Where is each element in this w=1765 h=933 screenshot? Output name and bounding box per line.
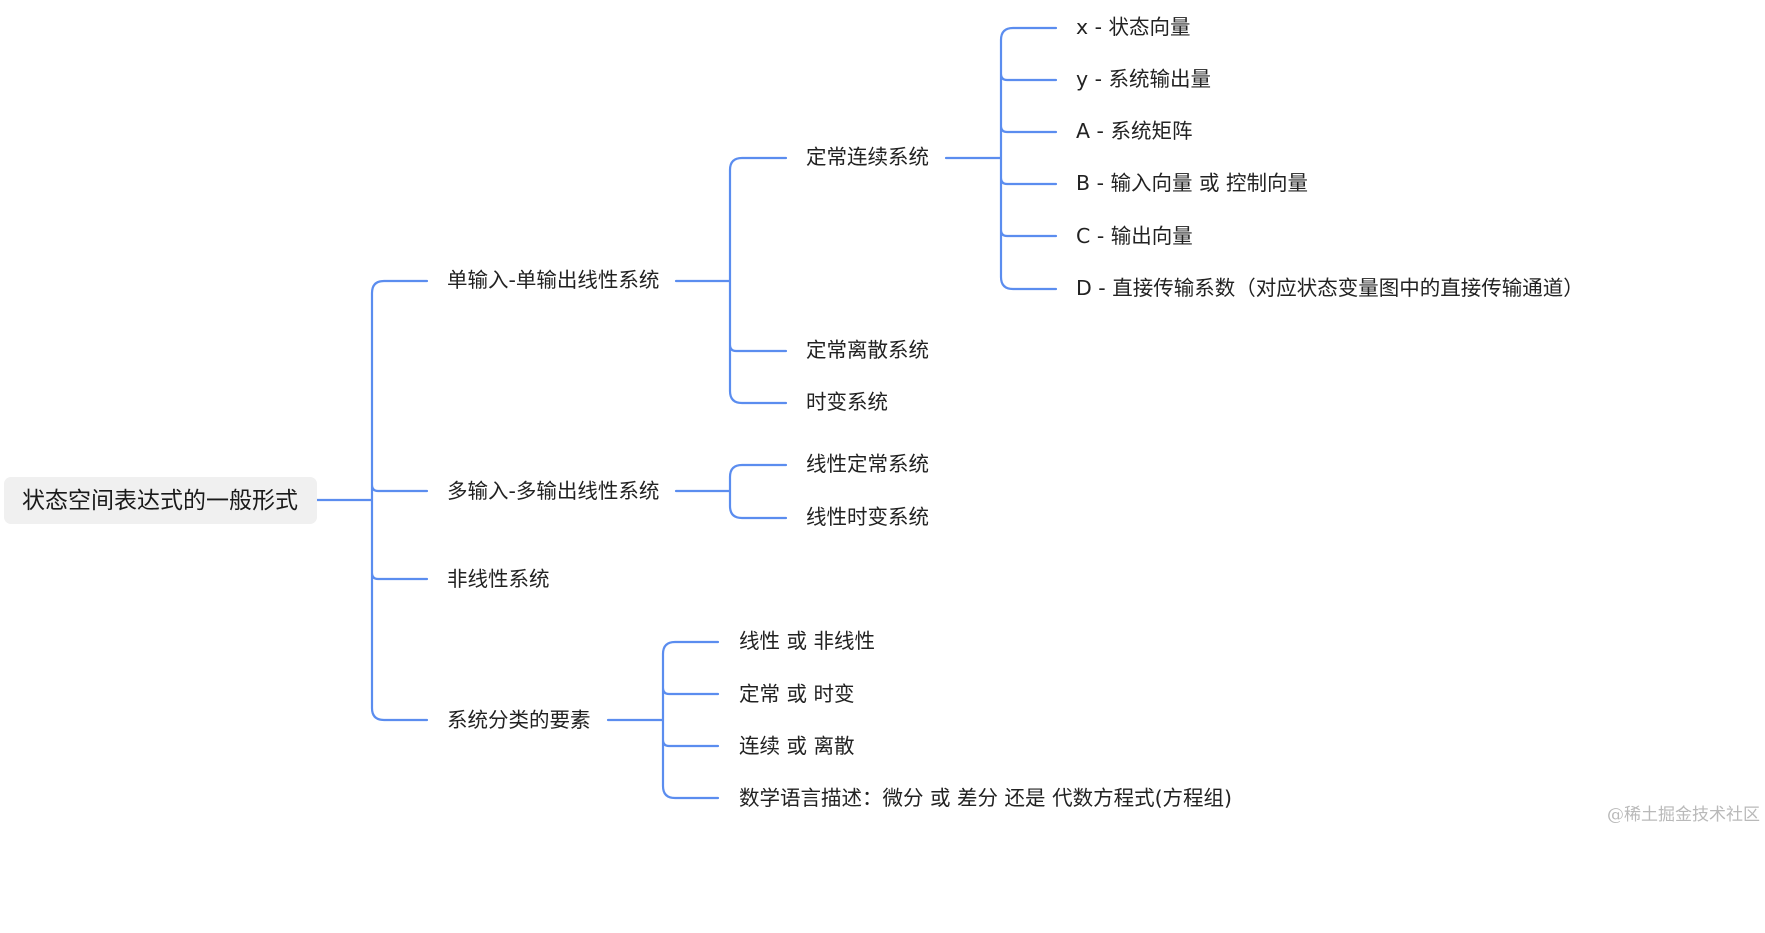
node-input-vector[interactable]: B - 输入向量 或 控制向量 xyxy=(1076,171,1308,195)
connector-lines xyxy=(315,26,1058,800)
connector-4 xyxy=(606,640,720,800)
node-system-matrix[interactable]: A - 系统矩阵 xyxy=(1076,119,1192,143)
root-node-label[interactable]: 状态空间表达式的一般形式 xyxy=(22,488,298,514)
root-node-box[interactable] xyxy=(4,477,317,524)
connector-1 xyxy=(674,156,788,405)
node-classification-factors[interactable]: 系统分类的要素 xyxy=(447,708,591,732)
node-nonlinear-system[interactable]: 非线性系统 xyxy=(447,567,550,591)
connector-2 xyxy=(944,26,1058,291)
node-state-vector[interactable]: x - 状态向量 xyxy=(1076,15,1191,39)
node-output-vector[interactable]: C - 输出向量 xyxy=(1076,224,1193,248)
node-linear-or-nonlinear[interactable]: 线性 或 非线性 xyxy=(739,629,875,653)
connector-3 xyxy=(674,463,788,520)
node-math-description[interactable]: 数学语言描述：微分 或 差分 还是 代数方程式(方程组) xyxy=(739,786,1232,810)
node-continuous-or-discrete[interactable]: 连续 或 离散 xyxy=(739,734,855,758)
connector-0 xyxy=(315,279,429,722)
node-direct-transmission[interactable]: D - 直接传输系数（对应状态变量图中的直接传输通道） xyxy=(1076,276,1584,300)
node-siso-linear-system[interactable]: 单输入-单输出线性系统 xyxy=(447,268,659,292)
node-time-varying-system[interactable]: 时变系统 xyxy=(806,390,888,414)
node-mimo-linear-system[interactable]: 多输入-多输出线性系统 xyxy=(447,479,659,503)
node-lti-continuous-system[interactable]: 定常连续系统 xyxy=(806,145,929,169)
node-invariant-or-varying[interactable]: 定常 或 时变 xyxy=(739,682,855,706)
node-linear-time-varying[interactable]: 线性时变系统 xyxy=(806,505,929,529)
node-output-quantity[interactable]: y - 系统输出量 xyxy=(1076,67,1211,91)
node-lti-discrete-system[interactable]: 定常离散系统 xyxy=(806,338,929,362)
watermark-text: @稀土掘金技术社区 xyxy=(1607,805,1760,825)
node-linear-time-invariant[interactable]: 线性定常系统 xyxy=(806,452,929,476)
